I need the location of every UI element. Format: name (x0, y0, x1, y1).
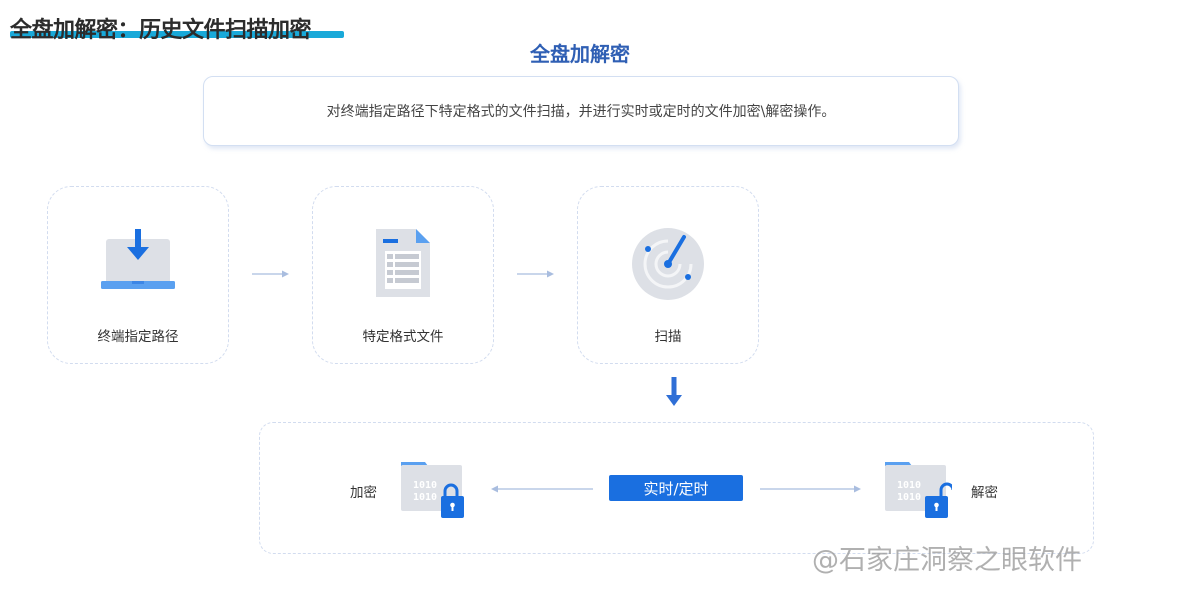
step-card-file-format: 特定格式文件 (312, 186, 494, 364)
diagram-title: 全盘加解密 (530, 42, 630, 66)
decrypt-label: 解密 (971, 485, 998, 501)
step-card-scan: 扫描 (577, 186, 759, 364)
step-label: 扫描 (654, 329, 682, 345)
arrow-down-icon (666, 377, 682, 406)
page-title: 全盘加解密：历史文件扫描加密 (10, 18, 312, 43)
radar-scan-icon (632, 228, 704, 300)
document-icon (376, 229, 430, 297)
flow-arrow-right (252, 270, 289, 278)
step-label: 特定格式文件 (362, 329, 444, 345)
laptop-download-icon (101, 229, 175, 289)
binary-folder-locked-icon: 1010 1010 (401, 462, 464, 518)
binary-text: 1010 (413, 480, 437, 491)
step-label: 终端指定路径 (97, 329, 179, 345)
step-card-terminal-path: 终端指定路径 (47, 186, 229, 364)
realtime-scheduled-button[interactable]: 实时/定时 (609, 475, 743, 501)
title-highlight-bar (10, 31, 344, 38)
binary-folder-unlocked-icon: 1010 1010 (885, 462, 952, 518)
description-box: 对终端指定路径下特定格式的文件扫描，并进行实时或定时的文件加密\解密操作。 (203, 76, 959, 146)
watermark-text: @石家庄洞察之眼软件 (812, 545, 1082, 576)
binary-text: 1010 (897, 480, 921, 491)
binary-text: 1010 (897, 492, 921, 503)
encrypt-label: 加密 (350, 485, 377, 501)
flow-arrow-left (491, 485, 593, 493)
flow-arrow-right (517, 270, 554, 278)
flow-arrow-right (760, 485, 861, 493)
description-text: 对终端指定路径下特定格式的文件扫描，并进行实时或定时的文件加密\解密操作。 (326, 104, 836, 120)
binary-text: 1010 (413, 492, 437, 503)
